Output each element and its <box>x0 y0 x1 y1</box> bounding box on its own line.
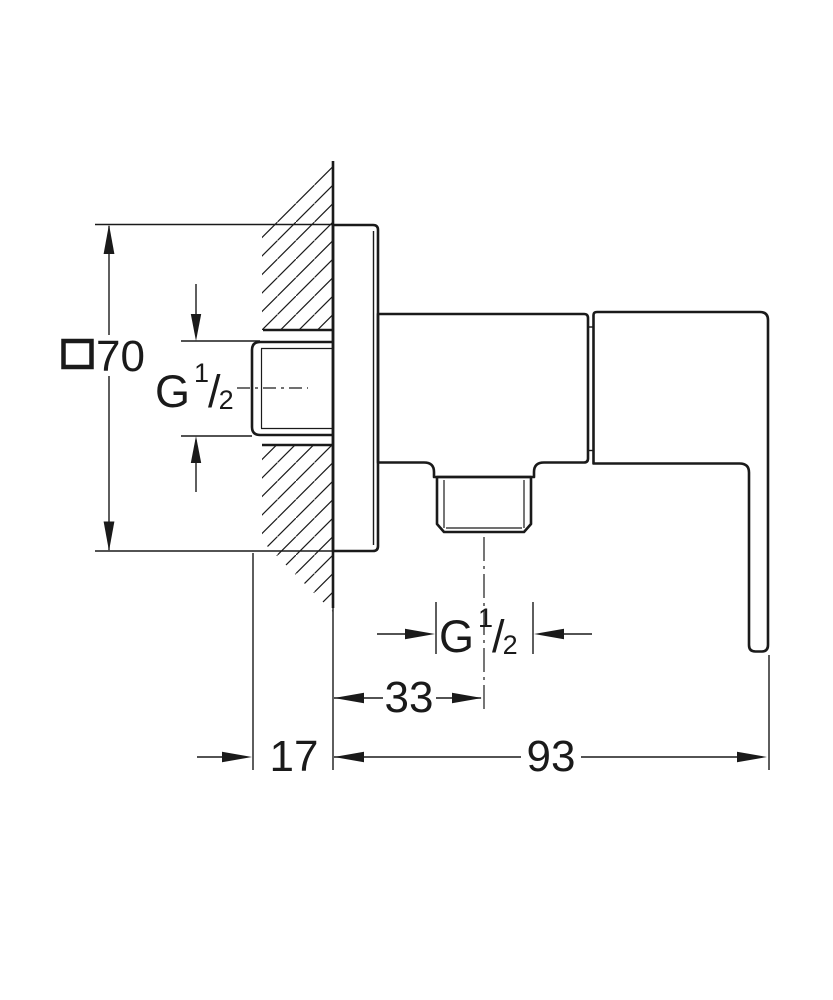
dimension-square-70: 70 <box>61 223 333 552</box>
wall-hatch-lower <box>262 445 333 612</box>
thread-letter: G <box>155 366 190 417</box>
handle-lever <box>592 310 770 653</box>
arrowhead-left <box>334 751 364 763</box>
dimension-17-label: 17 <box>270 732 319 781</box>
thread-letter: G <box>439 611 474 662</box>
arrowhead-left <box>334 692 364 704</box>
square-symbol-icon <box>61 338 94 370</box>
arrowhead-up <box>103 224 115 254</box>
dimension-93: 93 <box>334 655 770 781</box>
arrowhead-right <box>405 628 435 640</box>
thread-numerator: 1 <box>478 603 493 633</box>
arrowhead-down <box>103 521 115 551</box>
outlet-nipple-outline <box>435 475 533 534</box>
escutcheon-plate <box>331 223 380 553</box>
dimension-17: 17 <box>197 553 318 781</box>
arrowhead-down <box>190 314 202 341</box>
thread-denominator: 2 <box>219 385 234 415</box>
dimension-93-label: 93 <box>527 732 576 781</box>
arrowhead-left <box>534 628 564 640</box>
arrowhead-up <box>190 436 202 463</box>
arrowhead-right <box>737 751 767 763</box>
thread-denominator: 2 <box>503 630 518 660</box>
wall-section <box>262 161 335 770</box>
thread-slash: / <box>492 611 505 662</box>
thread-numerator: 1 <box>194 358 209 388</box>
dimension-33-label: 33 <box>385 673 434 722</box>
inlet-nipple-outline <box>250 340 333 437</box>
arrowhead-right <box>452 692 482 704</box>
dimension-70-label: 70 <box>96 332 145 381</box>
valve-body-outline <box>376 312 590 479</box>
inlet-connection <box>237 340 333 437</box>
arrowhead-right <box>222 751 252 763</box>
dimension-33: 33 <box>334 673 482 722</box>
thread-slash: / <box>208 366 221 417</box>
valve-body <box>376 312 594 712</box>
escutcheon-outline <box>331 223 380 553</box>
handle-outline <box>592 310 770 653</box>
wall-hatch-upper <box>262 161 333 330</box>
